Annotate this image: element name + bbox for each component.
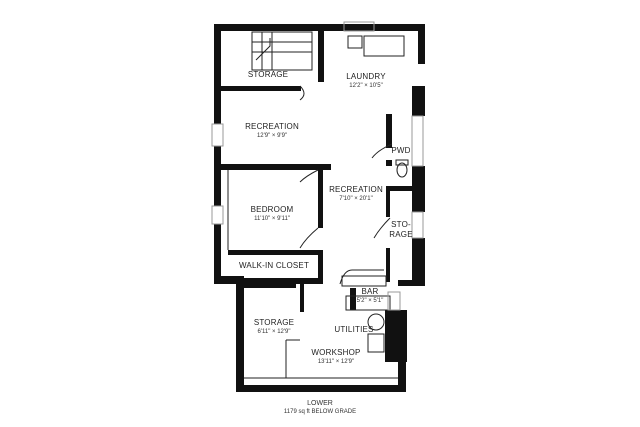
room-name-laundry: LAUNDRY (346, 72, 386, 81)
room-dims-storage-bottom: 6'11" × 12'9" (257, 329, 291, 335)
room-name-recreation-center: RECREATION (329, 185, 383, 194)
room-name-utilities: UTILITIES (334, 325, 374, 334)
room-name-bedroom: BEDROOM (250, 205, 294, 214)
room-dims-bedroom: 11'10" × 9'11" (254, 216, 290, 222)
room-name-bar: BAR (361, 287, 379, 296)
room-name-workshop: WORKSHOP (311, 348, 361, 357)
room-name-recreation-left: RECREATION (245, 122, 299, 131)
floor-area: 1179 sq ft BELOW GRADE (283, 409, 357, 415)
windows (211, 21, 424, 311)
room-name-storage-right-1: STO- (391, 220, 411, 229)
room-dims-bar: 5'2" × 5'1" (356, 298, 384, 304)
interior-walls (221, 30, 416, 312)
room-name-storage-top: STORAGE (247, 70, 289, 79)
room-dims-recreation-center: 7'10" × 20'1" (339, 196, 373, 202)
room-dims-workshop: 13'11" × 12'9" (317, 359, 355, 365)
thin-lines (227, 31, 409, 379)
room-name-storage-bottom: STORAGE (253, 318, 295, 327)
room-dims-laundry: 12'2" × 10'5" (349, 83, 383, 89)
room-name-walk-in-closet: WALK-IN CLOSET (238, 261, 310, 270)
floor-name: LOWER (307, 400, 333, 407)
room-name-storage-right-2: RAGE (389, 230, 413, 239)
exterior-walls (214, 24, 425, 392)
room-name-pwd: PWD (391, 146, 411, 155)
room-dims-recreation-left: 12'9" × 9'9" (256, 133, 288, 139)
